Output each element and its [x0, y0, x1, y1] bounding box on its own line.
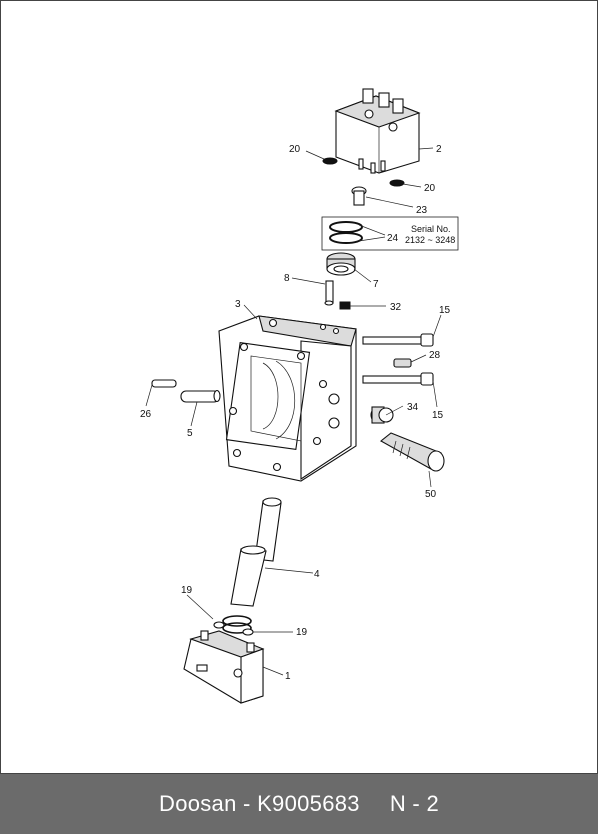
callout-50: 50: [425, 489, 437, 500]
footer-bar: Doosan - K9005683 N - 2: [0, 774, 598, 834]
part-4-shaft: [230, 497, 282, 607]
callout-15-upper: 15: [439, 305, 451, 316]
callout-34: 34: [407, 402, 419, 413]
serial-range: 2132 ~ 3248: [405, 235, 455, 245]
part-20-oring-right: [389, 179, 405, 187]
leader-lines: [145, 147, 442, 676]
part-20-oring-left: [322, 157, 338, 165]
part-15-bolt-upper: [362, 333, 434, 347]
part-5-guide: [180, 389, 221, 403]
part-7-nut: [326, 252, 356, 276]
callout-32: 32: [390, 302, 402, 313]
part-34-fitting: [370, 406, 394, 424]
part-50-cartridge: [380, 432, 445, 472]
callout-15-lower: 15: [432, 410, 444, 421]
part-24-ring-lower: [329, 232, 363, 244]
serial-box: [321, 216, 459, 251]
serial-label: Serial No.: [411, 224, 451, 234]
callout-5: 5: [187, 428, 193, 439]
part-23-screw: [351, 186, 367, 206]
diagram-frame: 2 20 20 23 24 Serial No. 2132 ~ 3248 7 8…: [0, 0, 598, 774]
callout-4: 4: [314, 569, 320, 580]
part-2-top-block: [334, 88, 421, 174]
part-26-pin: [151, 379, 177, 388]
callout-23: 23: [416, 205, 428, 216]
callout-19-upper: 19: [181, 585, 193, 596]
callout-8: 8: [284, 273, 290, 284]
part-28-plug: [393, 358, 412, 368]
callout-1: 1: [285, 671, 291, 682]
part-3-housing: [218, 315, 357, 482]
callout-19-lower: 19: [296, 627, 308, 638]
callout-20-right: 20: [424, 183, 436, 194]
exploded-parts-diagram: 2 20 20 23 24 Serial No. 2132 ~ 3248 7 8…: [140, 88, 459, 704]
part-1-bottom-block: [183, 630, 265, 704]
part-32-plug: [339, 301, 351, 310]
callout-28: 28: [429, 350, 441, 361]
part-19-seals: [213, 615, 254, 636]
callout-3: 3: [235, 299, 241, 310]
callout-7: 7: [373, 279, 379, 290]
footer-page-number: N - 2: [389, 791, 439, 816]
part-24-ring-upper: [329, 221, 363, 233]
callout-2: 2: [436, 144, 442, 155]
callout-20-left: 20: [289, 144, 301, 155]
callout-26: 26: [140, 409, 152, 420]
callout-24: 24: [387, 233, 399, 244]
footer-part-number: Doosan - K9005683: [159, 791, 360, 816]
part-8-pin: [324, 280, 334, 306]
part-15-bolt-lower: [362, 372, 434, 386]
